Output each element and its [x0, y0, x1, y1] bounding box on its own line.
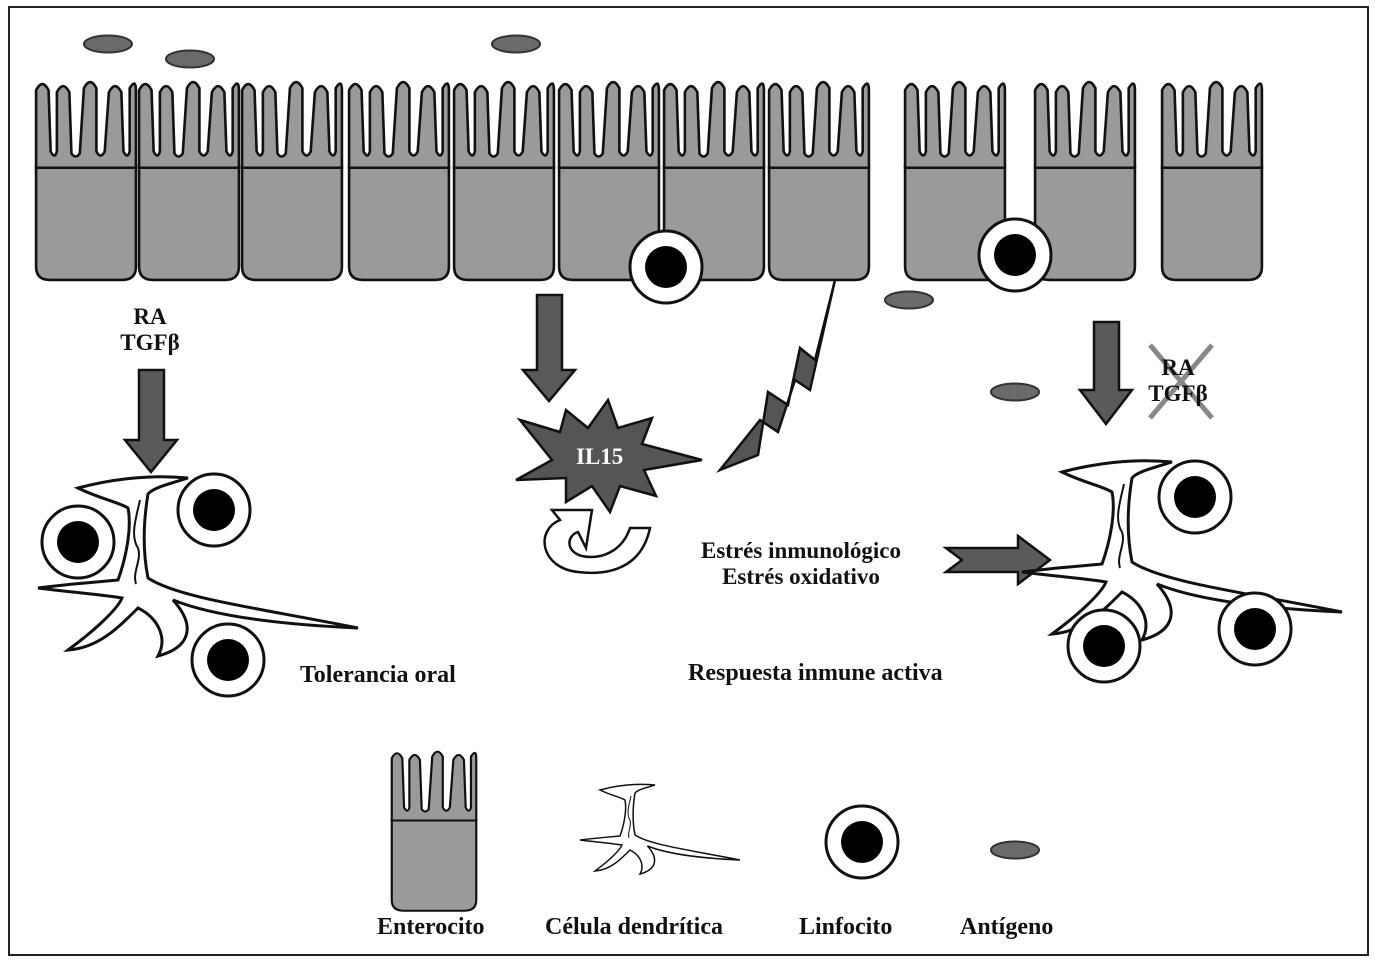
lymphocyte-icon	[42, 506, 114, 578]
epithelium-left	[36, 82, 869, 280]
antigen-icon	[991, 384, 1039, 401]
antigen-icon	[492, 36, 540, 53]
antigen-icon	[166, 51, 214, 68]
lymphocyte-icon	[1219, 593, 1291, 665]
legend-enterocito-label: Enterocito	[377, 914, 485, 942]
lymphocyte-icon	[192, 624, 264, 696]
estres-oxidativo-text: Estrés oxidativo	[656, 564, 946, 590]
ra-label-right: RA TGFβ	[1138, 355, 1218, 408]
enterocyte-icon	[36, 82, 136, 280]
legend-dendritic-cell-icon	[580, 784, 740, 874]
antigen-icon	[84, 36, 132, 53]
tgfb-text: TGFβ	[110, 330, 190, 356]
down-arrow-icon	[125, 370, 177, 472]
lymphocyte-icon	[979, 219, 1051, 291]
enterocyte-icon	[349, 82, 449, 280]
il15-label: IL15	[576, 444, 623, 470]
enterocyte-icon	[769, 82, 869, 280]
lymphocyte-icon	[178, 474, 250, 546]
down-arrow-icon	[523, 295, 575, 401]
lymphocyte-icon	[1159, 461, 1231, 533]
tolerancia-oral-label: Tolerancia oral	[300, 662, 456, 690]
legend-antigeno-label: Antígeno	[960, 914, 1053, 942]
lymphocyte-icon	[630, 231, 702, 303]
cycle-arrow-icon	[545, 510, 650, 573]
respuesta-inmune-label: Respuesta inmune activa	[688, 660, 943, 688]
legend-enterocyte-icon	[392, 752, 476, 911]
right-arrow-icon	[946, 536, 1050, 584]
legend-celula-dendritica-label: Célula dendrítica	[545, 914, 723, 942]
legend-linfocito-label: Linfocito	[799, 914, 892, 942]
lymphocyte-icon	[1068, 610, 1140, 682]
enterocyte-icon	[242, 82, 342, 280]
antigen-icon	[885, 292, 933, 309]
enterocyte-icon	[454, 82, 554, 280]
stress-labels: Estrés inmunológico Estrés oxidativo	[656, 538, 946, 591]
estres-inmunologico-text: Estrés inmunológico	[656, 538, 946, 564]
ra-text: RA	[110, 304, 190, 330]
enterocyte-icon	[139, 82, 239, 280]
ra-text: RA	[1138, 355, 1218, 381]
enterocyte-icon	[1162, 82, 1262, 280]
lightning-bolt-icon	[720, 280, 835, 470]
tgfb-text: TGFβ	[1138, 381, 1218, 407]
down-arrow-icon	[1080, 322, 1132, 424]
legend-antigen-icon	[991, 842, 1039, 859]
legend-lymphocyte-icon	[826, 806, 898, 878]
ra-label-left: RA TGFβ	[110, 304, 190, 357]
epithelium-right	[905, 82, 1262, 280]
